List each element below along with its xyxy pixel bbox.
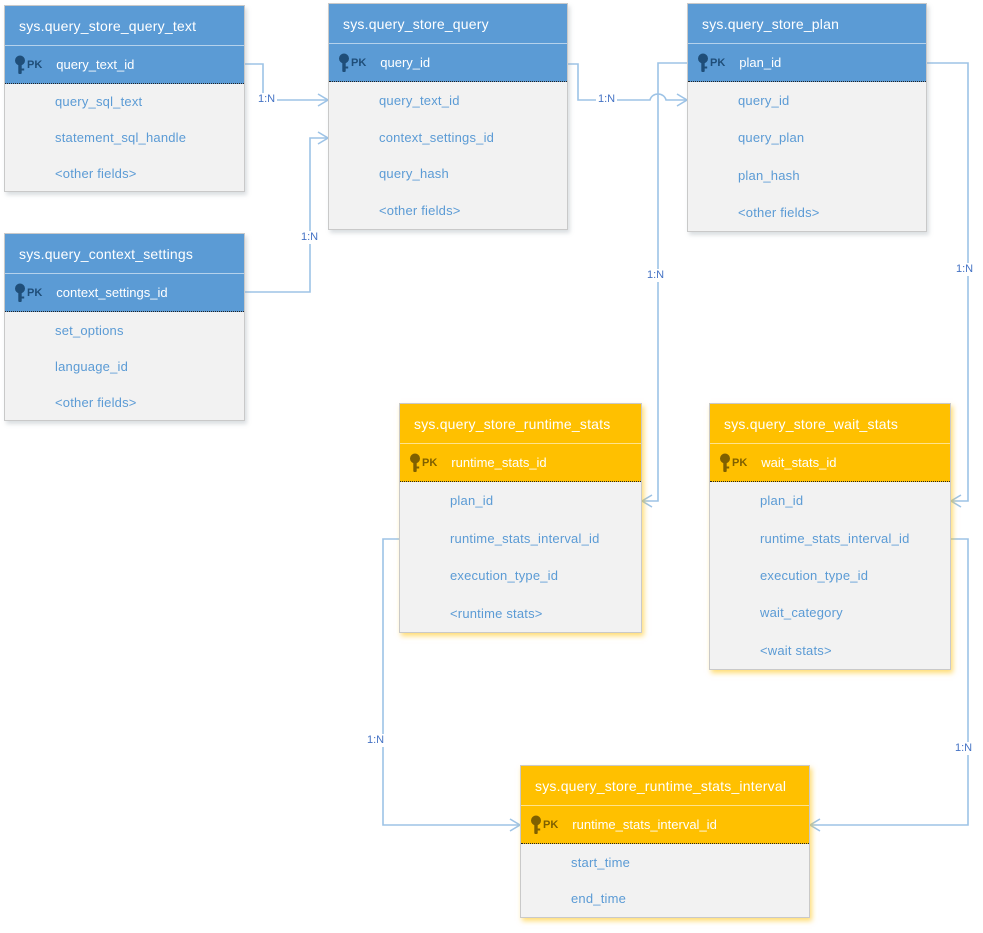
field-row: runtime_stats_interval_id [450, 530, 600, 546]
pk-row: PK runtime_stats_interval_id [521, 806, 809, 844]
field-list: query_text_id context_settings_id query_… [329, 82, 567, 229]
field-row: query_id [738, 93, 790, 109]
table-title: sys.query_context_settings [5, 234, 244, 274]
field-row: query_sql_text [55, 94, 143, 110]
table-title: sys.query_store_plan [688, 4, 926, 44]
pk-field-name: runtime_stats_interval_id [572, 817, 717, 832]
field-row: plan_hash [738, 167, 800, 183]
entity-query-store-query[interactable]: sys.query_store_query PK query_id query_… [328, 3, 568, 230]
field-row: runtime_stats_interval_id [760, 530, 910, 546]
field-row: query_plan [738, 130, 805, 146]
pk-badge: PK [543, 818, 559, 831]
pk-field-name: context_settings_id [56, 285, 168, 300]
field-list: plan_id runtime_stats_interval_id execut… [400, 482, 641, 632]
pk-row: PK query_text_id [5, 46, 244, 84]
field-row: execution_type_id [760, 568, 869, 584]
pk-field-name: plan_id [739, 55, 782, 70]
field-row: query_text_id [379, 92, 460, 108]
field-row: <runtime stats> [450, 605, 543, 621]
pk-field-name: query_text_id [56, 57, 135, 72]
pk-row: PK wait_stats_id [710, 444, 950, 482]
pk-row: PK query_id [329, 44, 567, 82]
arrowhead-icon [676, 93, 689, 107]
field-row: plan_id [450, 493, 494, 509]
arrowhead-icon [640, 494, 653, 508]
table-title: sys.query_store_wait_stats [710, 404, 950, 444]
field-list: set_options language_id <other fields> [5, 312, 244, 420]
primary-key-icon [409, 453, 421, 473]
pk-row: PK plan_id [688, 44, 926, 82]
table-title: sys.query_store_query_text [5, 6, 244, 46]
primary-key-icon [697, 53, 709, 73]
primary-key-icon [530, 815, 542, 835]
field-row: <other fields> [55, 394, 137, 410]
field-row: start_time [571, 854, 631, 870]
field-row: statement_sql_handle [55, 130, 187, 145]
field-row: <other fields> [738, 204, 820, 220]
field-list: start_time end_time [521, 844, 809, 917]
cardinality-label: 1:N [645, 269, 667, 282]
field-row: wait_category [760, 605, 843, 621]
pk-badge: PK [27, 58, 43, 71]
connector-plan-runtimestats [643, 62, 687, 502]
field-list: plan_id runtime_stats_interval_id execut… [710, 482, 950, 669]
table-title: sys.query_store_query [329, 4, 567, 44]
entity-query-store-runtime-stats-interval[interactable]: sys.query_store_runtime_stats_interval P… [520, 765, 810, 918]
arrowhead-icon [317, 93, 330, 107]
table-title: sys.query_store_runtime_stats_interval [521, 766, 809, 806]
primary-key-icon [14, 55, 26, 75]
primary-key-icon [719, 453, 731, 473]
field-row: plan_id [760, 493, 804, 509]
cardinality-label: 1:N [954, 263, 976, 276]
field-row: execution_type_id [450, 568, 559, 584]
primary-key-icon [338, 53, 350, 73]
field-list: query_sql_text statement_sql_handle <oth… [5, 84, 244, 191]
pk-badge: PK [732, 456, 748, 469]
entity-query-context-settings[interactable]: sys.query_context_settings PK context_se… [4, 233, 245, 421]
field-row: <wait stats> [760, 642, 832, 658]
table-title: sys.query_store_runtime_stats [400, 404, 641, 444]
cardinality-label: 1:N [256, 93, 278, 106]
connector-context-query [245, 137, 327, 293]
cardinality-label: 1:N [299, 231, 321, 244]
primary-key-icon [14, 283, 26, 303]
pk-field-name: runtime_stats_id [451, 455, 547, 470]
pk-badge: PK [422, 456, 438, 469]
pk-field-name: query_id [380, 55, 431, 70]
arrowhead-icon [317, 131, 330, 145]
pk-badge: PK [710, 56, 726, 69]
field-row: set_options [55, 322, 124, 338]
entity-query-store-runtime-stats[interactable]: sys.query_store_runtime_stats PK runtime… [399, 403, 642, 633]
field-row: <other fields> [379, 203, 461, 219]
pk-row: PK runtime_stats_id [400, 444, 641, 482]
cardinality-label: 1:N [596, 93, 618, 106]
field-list: query_id query_plan plan_hash <other fie… [688, 82, 926, 231]
entity-query-store-query-text[interactable]: sys.query_store_query_text PK query_text… [4, 5, 245, 192]
pk-field-name: wait_stats_id [761, 455, 837, 470]
pk-row: PK context_settings_id [5, 274, 244, 312]
pk-badge: PK [27, 286, 43, 299]
connector-query-plan [568, 63, 686, 101]
field-row: context_settings_id [379, 129, 495, 145]
pk-badge: PK [351, 56, 367, 69]
field-row: language_id [55, 358, 129, 374]
arrowhead-icon [808, 818, 821, 832]
entity-query-store-wait-stats[interactable]: sys.query_store_wait_stats PK wait_stats… [709, 403, 951, 670]
field-row: end_time [571, 891, 627, 907]
arrowhead-icon [509, 818, 522, 832]
cardinality-label: 1:N [365, 734, 387, 747]
arrowhead-icon [949, 494, 962, 508]
field-row: query_hash [379, 166, 449, 182]
entity-query-store-plan[interactable]: sys.query_store_plan PK plan_id query_id… [687, 3, 927, 232]
field-row: <other fields> [55, 165, 137, 181]
cardinality-label: 1:N [953, 742, 975, 755]
